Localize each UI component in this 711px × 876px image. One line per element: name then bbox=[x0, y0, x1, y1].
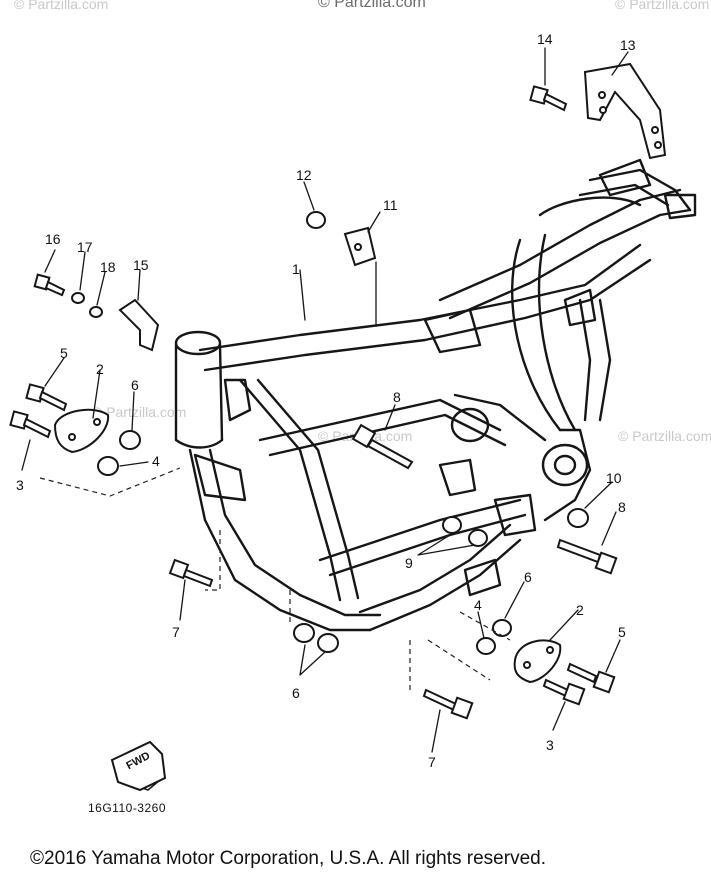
callout-16: 16 bbox=[45, 231, 61, 247]
part-2-left-bracket bbox=[53, 408, 110, 454]
part-11-plate bbox=[343, 226, 377, 267]
callout-14: 14 bbox=[537, 31, 553, 47]
part-14-bolt bbox=[529, 85, 568, 112]
part-5-right-bolt bbox=[566, 662, 616, 694]
callout-15: 15 bbox=[133, 257, 149, 273]
watermark: © Partzilla.com bbox=[14, 0, 109, 12]
callout-18: 18 bbox=[100, 259, 116, 275]
callout-9: 9 bbox=[405, 555, 413, 571]
part-10-nut bbox=[567, 508, 589, 528]
callout-4: 4 bbox=[152, 453, 160, 469]
callout-12: 12 bbox=[296, 167, 312, 183]
part-16-bolt bbox=[33, 273, 66, 297]
fwd-arrow-icon bbox=[110, 740, 167, 792]
callout-7: 7 bbox=[172, 624, 180, 640]
callout-3: 3 bbox=[546, 737, 554, 753]
watermark: © Partzilla.com bbox=[615, 0, 710, 12]
part-4-left-nut bbox=[97, 456, 119, 476]
watermark: © Partzilla.com bbox=[92, 404, 187, 420]
part-8-right-bolt bbox=[556, 538, 618, 575]
part-2-right-bracket bbox=[513, 639, 562, 684]
part-13-bracket bbox=[583, 62, 667, 160]
callout-1: 1 bbox=[292, 261, 300, 277]
part-17-washer bbox=[71, 292, 85, 304]
part-12-nut bbox=[306, 211, 326, 229]
copyright-notice: ©2016 Yamaha Motor Corporation, U.S.A. A… bbox=[30, 848, 546, 869]
callout-8: 8 bbox=[393, 389, 401, 405]
callout-10: 10 bbox=[606, 470, 622, 486]
part-5-left-bolt bbox=[25, 383, 68, 412]
leader-lines bbox=[21, 47, 629, 753]
main-frame bbox=[174, 158, 697, 632]
callout-2: 2 bbox=[576, 602, 584, 618]
part-3-left-bolt bbox=[9, 410, 52, 439]
assembly-guides bbox=[39, 467, 511, 690]
callout-7: 7 bbox=[428, 754, 436, 770]
part-15-bracket bbox=[118, 298, 160, 352]
callout-6: 6 bbox=[131, 377, 139, 393]
diagram-code: 16G110-3260 bbox=[88, 801, 167, 815]
part-18-nut bbox=[89, 306, 103, 318]
callout-11: 11 bbox=[383, 197, 398, 213]
part-7-bottom-bolt bbox=[422, 688, 474, 720]
callout-5: 5 bbox=[618, 624, 626, 640]
part-9-nuts bbox=[442, 516, 488, 547]
part-7-left-bolt bbox=[168, 558, 214, 588]
part-4-right-nut bbox=[476, 637, 496, 655]
part-8-center-bolt bbox=[351, 423, 414, 470]
callout-4: 4 bbox=[474, 597, 482, 613]
callout-3: 3 bbox=[16, 477, 24, 493]
callout-13: 13 bbox=[620, 37, 636, 53]
watermark: © Partzilla.com bbox=[618, 428, 711, 444]
part-6-right-collar bbox=[492, 619, 512, 637]
callout-6: 6 bbox=[524, 569, 532, 585]
part-3-right-bolt bbox=[542, 678, 586, 706]
callout-8: 8 bbox=[618, 499, 626, 515]
callout-2: 2 bbox=[96, 361, 104, 377]
callout-17: 17 bbox=[77, 239, 93, 255]
part-6-left-collar bbox=[119, 430, 141, 450]
callout-6: 6 bbox=[292, 685, 300, 701]
callout-5: 5 bbox=[60, 345, 68, 361]
part-6-bottom-collars bbox=[293, 623, 339, 653]
watermark: © Partzilla.com bbox=[318, 0, 426, 11]
